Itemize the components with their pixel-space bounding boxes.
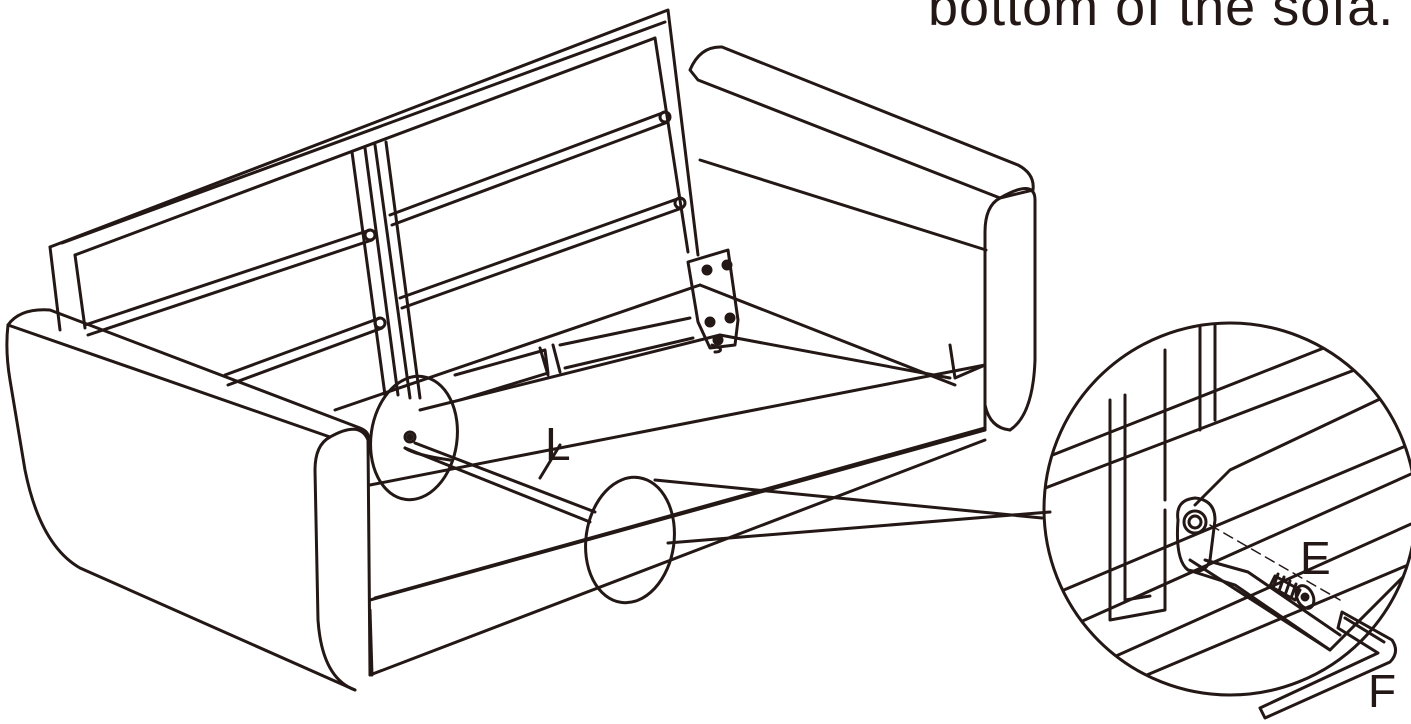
detail-zoom (1042, 321, 1411, 697)
bolt-E (1209, 524, 1341, 610)
callout-circle-center (584, 475, 676, 605)
right-armrest (688, 45, 1037, 432)
instruction-caption: bottom of the sofa. (928, 0, 1395, 37)
front-rail (368, 363, 987, 677)
hex-key-F (1258, 610, 1397, 720)
callout-circle-left (369, 374, 459, 502)
backrest-frame (48, 8, 700, 400)
part-label-F: F (1368, 665, 1397, 717)
bracket-detail (1176, 496, 1342, 652)
seat-frame (333, 248, 987, 412)
left-armrest (5, 308, 372, 692)
part-label-L: L (545, 418, 571, 470)
callout-leaders (653, 478, 1052, 545)
part-label-E: E (1300, 532, 1331, 584)
connecting-bar (403, 430, 597, 524)
